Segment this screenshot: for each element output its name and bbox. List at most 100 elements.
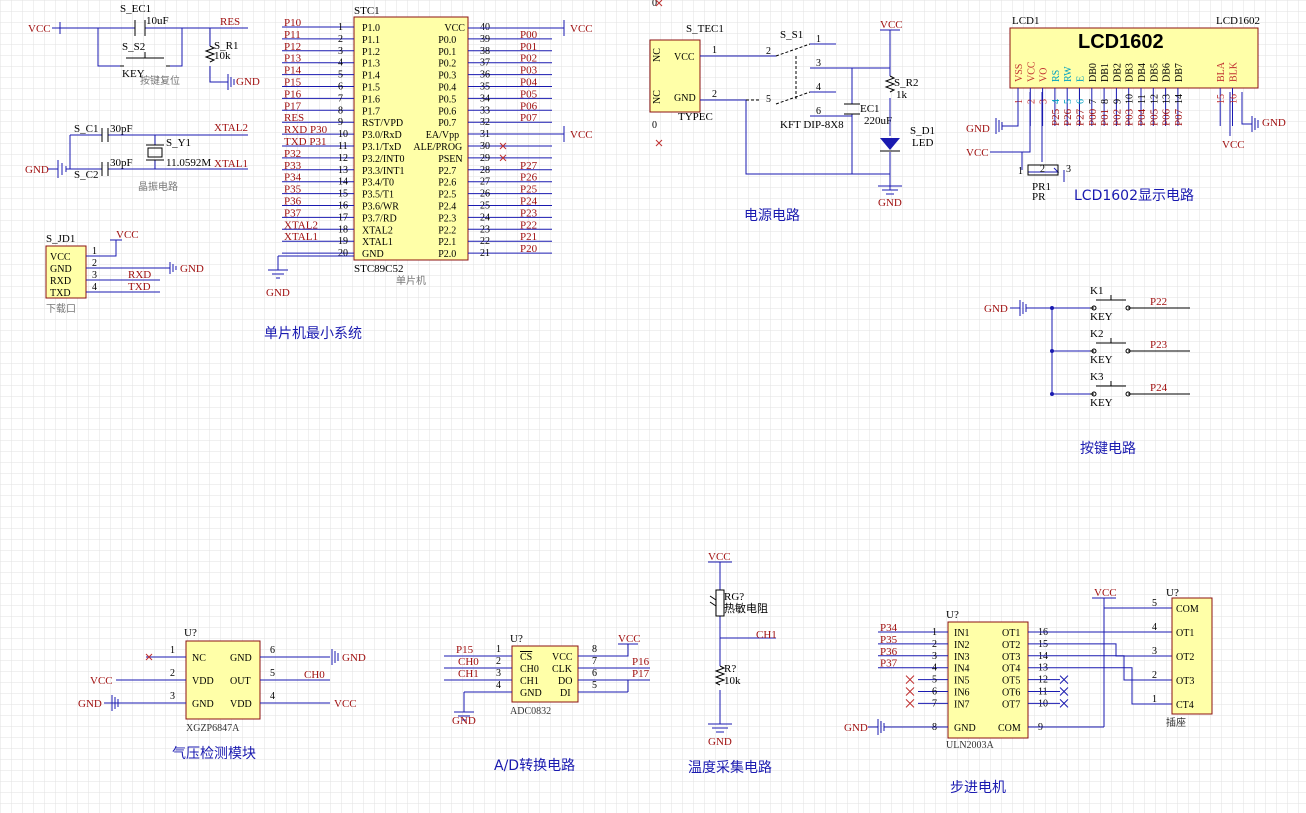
- svg-text:GND: GND: [342, 652, 366, 664]
- uln-right-pin-name: COM: [998, 723, 1021, 734]
- lcd-pin-net: P04: [1136, 108, 1148, 126]
- svg-text:ADC0832: ADC0832: [510, 706, 551, 717]
- uln-left-pin-num: 5: [932, 675, 937, 686]
- uln-left-pin-name: IN3: [954, 652, 970, 663]
- svg-text:GND: GND: [984, 303, 1008, 315]
- mcu-left-pin-name: P3.7/RD: [362, 213, 397, 224]
- uln-left-pin-name: IN1: [954, 628, 970, 639]
- uln-left-pin-name: IN4: [954, 664, 970, 675]
- uln-right-pin-name: OT5: [1002, 676, 1020, 687]
- svg-text:GND: GND: [844, 722, 868, 734]
- key-net: P23: [1150, 339, 1168, 351]
- mcu-left-pin-name: P3.4/T0: [362, 178, 394, 189]
- lcd1602[interactable]: LCD1 LCD1602 LCD1602 VSS1VCC2VO3RS4RW5E6…: [966, 15, 1286, 204]
- reset-circuit[interactable]: VCC S_EC1 10uF RES S_S2 KEY 按键复位 S_R1 10…: [28, 3, 260, 90]
- svg-text:RXD: RXD: [50, 276, 71, 287]
- download-port[interactable]: S_JD1 VCC GND RXD TXD 1 2 3 4 VCC GND RX…: [45, 229, 204, 315]
- mcu-right-pin-net: P01: [520, 41, 537, 53]
- svg-text:3: 3: [1066, 164, 1071, 175]
- svg-text:RXD: RXD: [128, 269, 151, 281]
- key-net: P22: [1150, 296, 1167, 308]
- uln-left-pin-num: 3: [932, 651, 937, 662]
- svg-text:NC: NC: [652, 48, 663, 62]
- mcu-right-pin-name: VCC: [444, 23, 465, 34]
- lcd-pin-num: 12: [1149, 94, 1160, 104]
- mcu-stc89c52[interactable]: STC1 P1.01P10P1.12P11P1.23P12P1.34P13P1.…: [264, 5, 593, 342]
- mcu-left-pin-num: 9: [338, 117, 343, 128]
- mcu-left-pin-num: 17: [338, 212, 348, 223]
- lcd-pin-net: P26: [1062, 108, 1074, 126]
- mcu-right-pin-name: P2.2: [438, 225, 456, 236]
- svg-text:按键电路: 按键电路: [1080, 441, 1136, 457]
- svg-text:XTAL2: XTAL2: [214, 122, 248, 134]
- mcu-right-pin-name: ALE/PROG: [413, 142, 462, 153]
- lcd-pin-name: DB1: [1100, 63, 1111, 82]
- mcu-left-pin-name: P3.1/TxD: [362, 142, 401, 153]
- svg-text:按键复位: 按键复位: [140, 74, 180, 87]
- svg-text:TXD: TXD: [50, 288, 71, 299]
- lcd-pin-num: 6: [1076, 99, 1087, 104]
- mcu-right-pin-name: P2.0: [438, 249, 456, 260]
- svg-text:S_C2: S_C2: [74, 169, 98, 181]
- lcd-pin-name: RW: [1063, 66, 1074, 82]
- mcu-right-pin-num: 25: [480, 201, 490, 212]
- lcd-pin-name: BLA: [1216, 61, 1227, 82]
- svg-text:U?: U?: [184, 627, 197, 639]
- svg-text:VCC: VCC: [1222, 139, 1245, 151]
- svg-text:GND: GND: [78, 698, 102, 710]
- mcu-right-pin-net: P02: [520, 53, 537, 65]
- svg-text:PR: PR: [1032, 191, 1046, 203]
- svg-text:4: 4: [816, 82, 821, 93]
- mcu-right-pin-num: 38: [480, 46, 490, 57]
- mcu-right-pin-name: P2.3: [438, 213, 456, 224]
- mcu-left-pin-name: P3.3/INT1: [362, 166, 405, 177]
- svg-text:2: 2: [170, 668, 175, 679]
- mcu-left-pin-num: 16: [338, 201, 348, 212]
- svg-text:R?: R?: [724, 663, 736, 675]
- mcu-right-pin-num: 35: [480, 82, 490, 93]
- lcd-pin-net: P06: [1161, 108, 1173, 126]
- svg-text:下载口: 下载口: [46, 303, 76, 315]
- socket-pin-name: OT1: [1176, 628, 1194, 639]
- mcu-left-pin-net: P14: [284, 65, 302, 77]
- svg-text:VCC: VCC: [618, 633, 641, 645]
- uln-left-pin-num: 4: [932, 663, 937, 674]
- power-circuit[interactable]: 0 NC NC VCC GND S_TEC1 TYPEC 0 1 2 S_S1 …: [649, 0, 935, 224]
- crystal-circuit[interactable]: S_C1 30pF XTAL2 GND S_C2 30pF S_Y1 11.05…: [25, 122, 248, 193]
- svg-text:RES: RES: [220, 16, 240, 28]
- svg-text:CH1: CH1: [458, 668, 479, 680]
- svg-text:0: 0: [652, 120, 657, 131]
- mcu-left-pin-net: P33: [284, 160, 302, 172]
- uln-left-pin-num: 6: [932, 687, 937, 698]
- stepper-motor-circuit[interactable]: U? IN11P34IN22P35IN33P36IN44P37IN55IN66I…: [844, 587, 1213, 796]
- mcu-right-pin-num: 26: [480, 189, 490, 200]
- mcu-left-pin-name: P3.5/T1: [362, 190, 394, 201]
- mcu-right-pin-net: P03: [520, 65, 538, 77]
- mcu-left-pin-name: P3.6/WR: [362, 202, 399, 213]
- svg-text:CH0: CH0: [304, 669, 325, 681]
- mcu-left-pin-net: RXD P30: [284, 124, 328, 136]
- lcd-pin-name: DB5: [1149, 63, 1160, 82]
- mcu-left-pin-name: P1.3: [362, 59, 380, 70]
- mcu-left-pin-name: P3.2/INT0: [362, 154, 405, 165]
- svg-text:30pF: 30pF: [110, 157, 133, 169]
- svg-text:S_Y1: S_Y1: [166, 137, 191, 149]
- adc0832[interactable]: U? CS CH0 CH1 GND VCC CLK DO DI 1 2 3 4 …: [444, 633, 650, 774]
- lcd-pin-net: P01: [1099, 109, 1111, 126]
- svg-text:4: 4: [496, 680, 501, 691]
- mcu-right-pin-name: PSEN: [438, 154, 462, 165]
- pressure-module[interactable]: U? NC VDD GND GND OUT VDD 1 2 3 6 5 4 VC…: [78, 627, 366, 762]
- lcd-pin-name: DB7: [1174, 63, 1185, 82]
- temp-circuit[interactable]: VCC RG? 热敏电阻 CH1 R? 10k GND 温度采集电路: [688, 551, 777, 776]
- lcd-pin-name: E: [1076, 76, 1087, 82]
- svg-text:GND: GND: [1262, 117, 1286, 129]
- lcd-pin-num: 15: [1216, 94, 1227, 104]
- uln-right-pin-name: OT3: [1002, 652, 1020, 663]
- mcu-right-pin-net: P25: [520, 184, 538, 196]
- uln-left-pin-name: IN7: [954, 699, 970, 710]
- svg-text:7: 7: [592, 656, 597, 667]
- svg-text:S_JD1: S_JD1: [46, 233, 75, 245]
- mcu-right-pin-num: 23: [480, 224, 490, 235]
- svg-text:LCD1602显示电路: LCD1602显示电路: [1074, 188, 1194, 204]
